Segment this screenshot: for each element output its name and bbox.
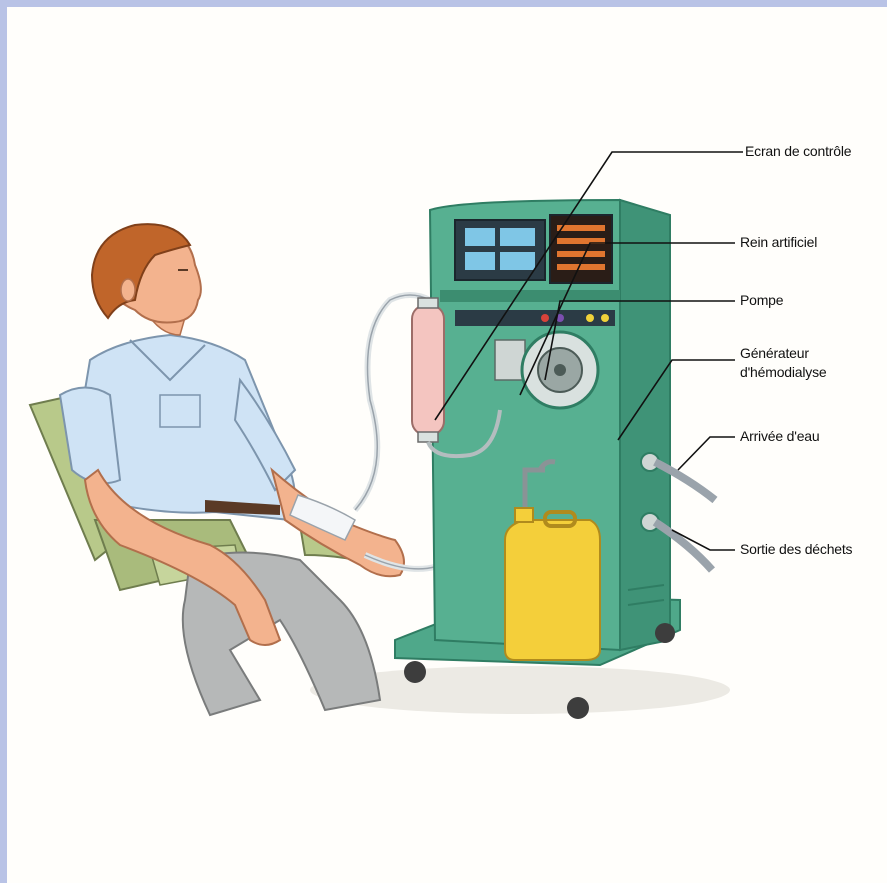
label-generateur-line2: d'hémodialyse (740, 364, 826, 381)
artificial-kidney-filter (412, 298, 444, 442)
label-rein-artificiel: Rein artificiel (740, 234, 817, 251)
label-generateur-line1: Générateur (740, 345, 809, 362)
patient (60, 224, 404, 715)
label-sortie-dechets: Sortie des déchets (740, 541, 852, 558)
label-pompe: Pompe (740, 292, 783, 309)
label-arrivee-eau: Arrivée d'eau (740, 428, 819, 445)
label-ecran-de-controle: Ecran de contrôle (745, 143, 851, 160)
leader-line-arrivee (678, 437, 735, 470)
